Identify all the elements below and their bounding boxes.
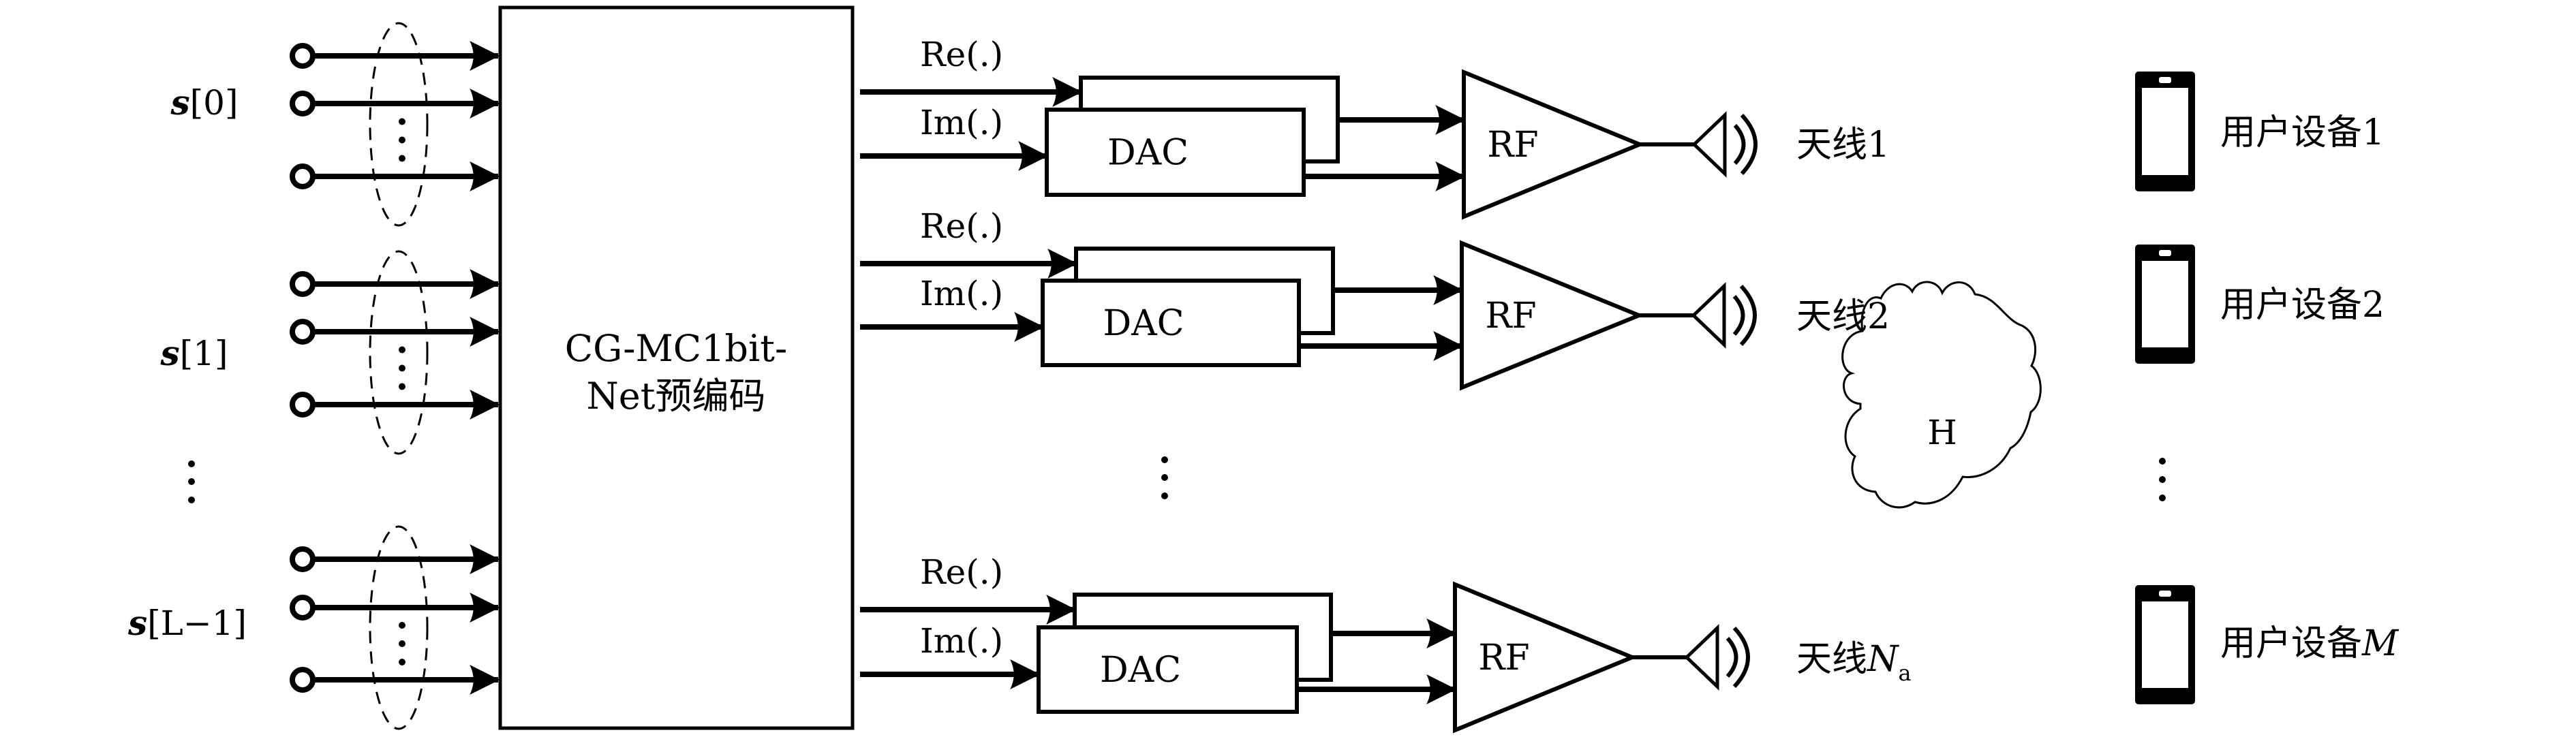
- rf-label: RF: [1487, 125, 1538, 166]
- input-port-circle: [290, 667, 316, 693]
- ellipsis-dot: [399, 136, 405, 144]
- dac-label: DAC: [1103, 303, 1184, 344]
- group-ellipse: [369, 250, 429, 455]
- channel-label: H: [1927, 413, 1957, 452]
- user-label-2: 用户设备2: [2220, 285, 2385, 326]
- input-label-L-1: s[L−1]: [127, 603, 247, 643]
- input-group-2: [290, 525, 500, 730]
- rf-label: RF: [1485, 296, 1536, 336]
- dac-box: [1041, 279, 1301, 367]
- input-group-1: [290, 250, 500, 455]
- input-port-circle: [290, 271, 316, 297]
- user-vertical-ellipsis: [2159, 458, 2166, 501]
- im-label: Im(.): [920, 103, 1003, 142]
- ellipsis-dot: [399, 622, 405, 629]
- user-device-icon-2: [2135, 245, 2195, 364]
- antenna-label-Na: 天线Na: [1796, 639, 1912, 686]
- input-port-circle: [290, 546, 316, 572]
- ellipsis-dot: [399, 118, 405, 125]
- antenna-label-2: 天线2: [1796, 296, 1890, 337]
- rf-amplifier: [1462, 69, 1645, 220]
- dac-label: DAC: [1100, 650, 1181, 691]
- precoder-label-line2: Net预编码: [587, 375, 766, 418]
- input-label-0: s[0]: [170, 82, 239, 123]
- precoder-block: [498, 5, 855, 730]
- user-device-icon-1: [2135, 72, 2195, 191]
- input-vertical-ellipsis: [188, 460, 195, 503]
- user-label-1: 用户设备1: [2220, 112, 2385, 153]
- rf-label: RF: [1478, 638, 1529, 678]
- input-port-circle: [290, 91, 316, 116]
- re-label: Re(.): [920, 552, 1003, 592]
- dac-box: [1037, 625, 1299, 714]
- ellipsis-dot: [399, 659, 405, 665]
- input-port-circle: [290, 163, 316, 189]
- group-ellipse: [369, 525, 429, 730]
- branch-0: Re(.) Im(.) DAC RF: [860, 35, 1758, 220]
- ellipsis-dot: [399, 155, 405, 162]
- input-port-circle: [290, 595, 316, 621]
- group-ellipse: [369, 22, 429, 227]
- branch-vertical-ellipsis: [1161, 456, 1168, 499]
- ellipsis-dot: [399, 364, 405, 372]
- ellipsis-dot: [399, 383, 405, 390]
- ellipsis-dot: [399, 346, 405, 354]
- input-port-circle: [290, 319, 316, 345]
- antenna-icon: [1632, 624, 1750, 691]
- im-label: Im(.): [920, 274, 1003, 313]
- user-label-M: 用户设备M: [2220, 623, 2399, 664]
- input-port-circle: [290, 43, 316, 69]
- channel-cloud-icon: [1841, 281, 2042, 509]
- ellipsis-dot: [399, 640, 405, 647]
- re-label: Re(.): [920, 35, 1003, 74]
- im-label: Im(.): [920, 621, 1003, 661]
- branch-2: Re(.) Im(.) DAC RF: [860, 552, 1750, 734]
- rf-amplifier: [1460, 240, 1644, 391]
- re-label: Re(.): [920, 206, 1003, 246]
- dac-box: [1045, 108, 1306, 197]
- antenna-icon: [1639, 282, 1757, 349]
- user-device-icon-3: [2135, 585, 2195, 704]
- dac-label: DAC: [1107, 133, 1189, 174]
- rf-amplifier: [1453, 581, 1638, 734]
- input-group-0: [290, 22, 500, 227]
- input-port-circle: [290, 392, 316, 418]
- input-label-1: s[1]: [160, 333, 228, 373]
- precoder-label-line1: CG-MC1bit-: [565, 327, 787, 370]
- branch-1: Re(.) Im(.) DAC RF: [860, 206, 1757, 391]
- antenna-icon: [1640, 111, 1758, 178]
- antenna-label-1: 天线1: [1796, 125, 1890, 166]
